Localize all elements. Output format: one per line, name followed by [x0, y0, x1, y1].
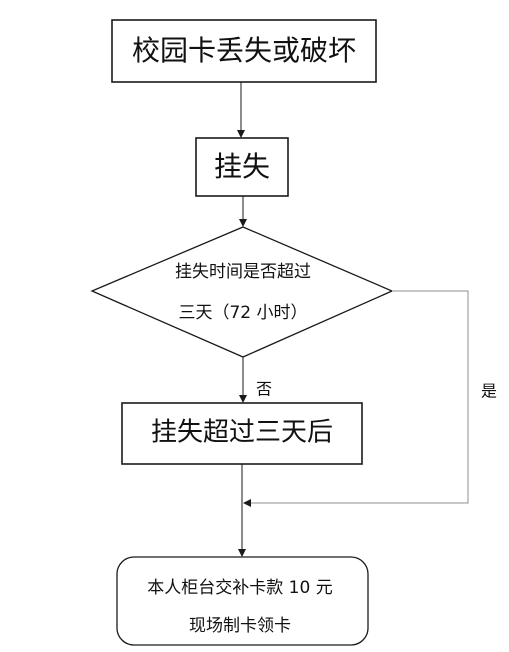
report-loss-box: 挂失: [195, 137, 289, 197]
after-three-days-box: 挂失超过三天后: [121, 402, 363, 465]
end-box-label-line1: 本人柜台交补卡款 10 元: [147, 578, 332, 598]
end-box-label-line2: 现场制卡领卡: [189, 616, 291, 636]
decision-label-line1: 挂失时间是否超过: [175, 262, 311, 282]
connector-decision-yes: [243, 290, 469, 507]
start-box-shape: [111, 19, 377, 83]
decision-diamond-shape: [90, 226, 394, 358]
end-box-shape: [116, 556, 369, 646]
after-three-days-box-shape: [121, 402, 363, 465]
start-box: 校园卡丢失或破坏: [111, 19, 377, 83]
after-three-days-box-label: 挂失超过三天后: [151, 418, 333, 448]
no-branch-label: 否: [256, 380, 272, 399]
report-loss-box-shape: [195, 137, 289, 197]
yes-branch-label: 是: [481, 382, 497, 401]
end-box: 本人柜台交补卡款 10 元 现场制卡领卡: [116, 556, 369, 646]
start-box-label: 校园卡丢失或破坏: [132, 34, 356, 67]
report-loss-box-label: 挂失: [214, 150, 270, 183]
decision-label-line2: 三天（72 小时）: [178, 303, 307, 323]
decision-diamond: 挂失时间是否超过 三天（72 小时）: [90, 226, 394, 358]
